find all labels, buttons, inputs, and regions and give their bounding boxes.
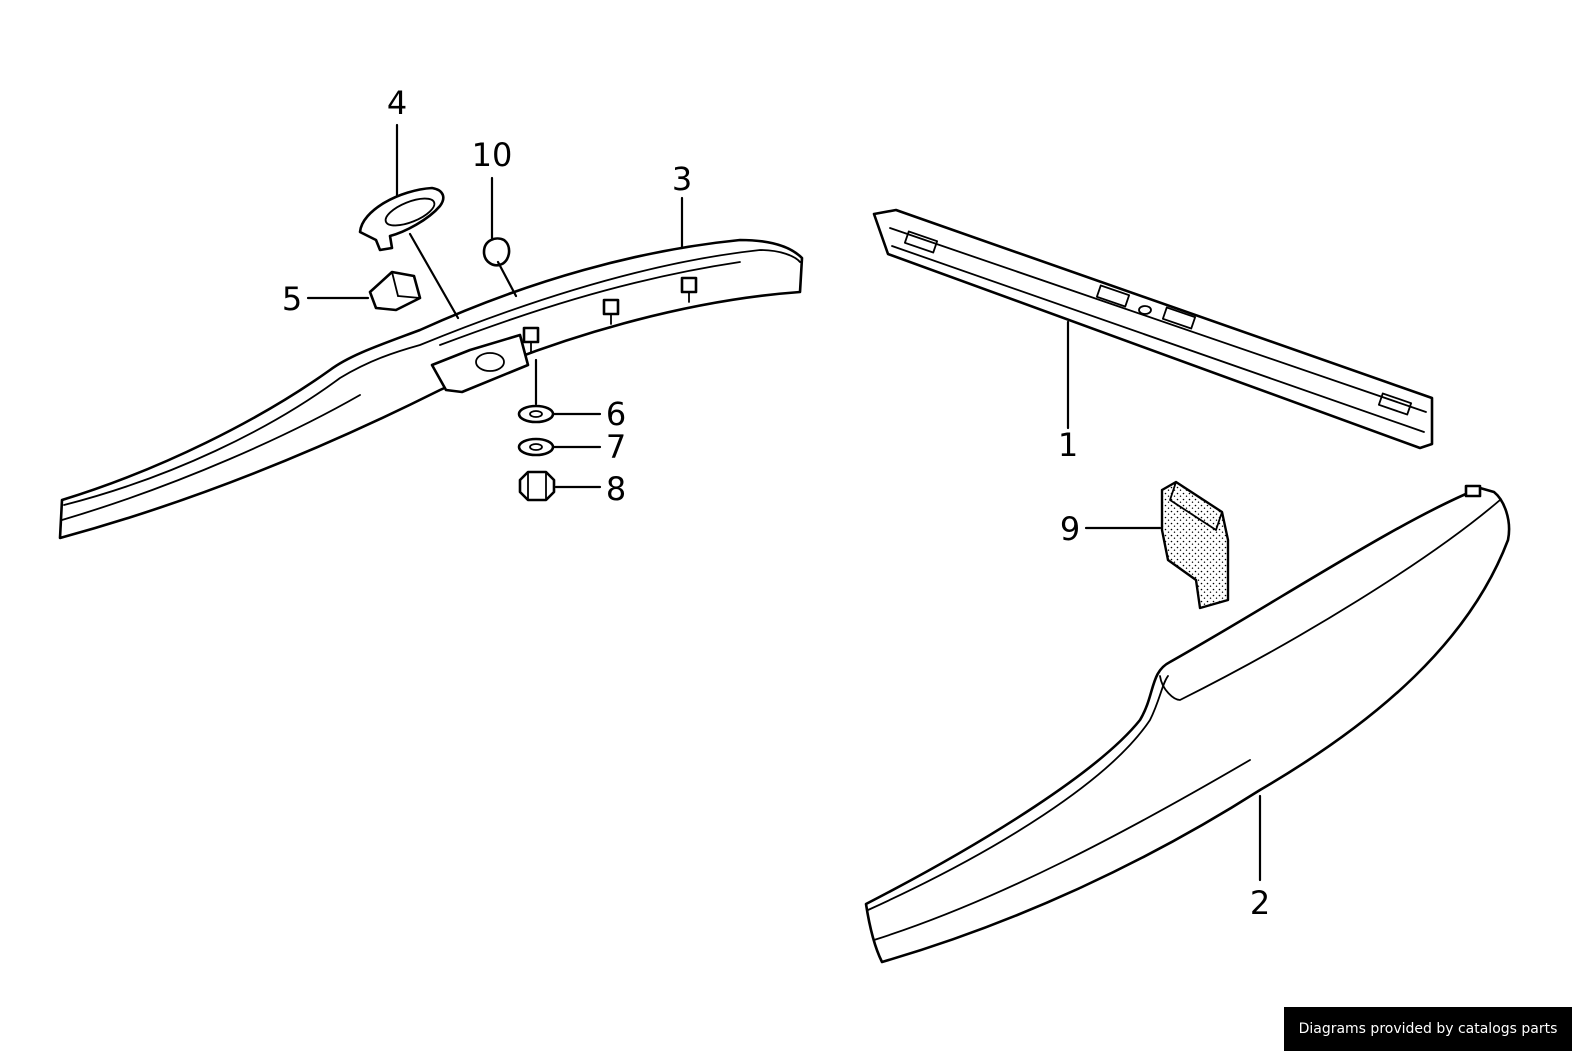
- callout-10: 10: [472, 136, 513, 174]
- callout-7: 7: [606, 428, 626, 466]
- callout-3: 3: [672, 160, 692, 198]
- callout-4: 4: [387, 84, 407, 122]
- stud: [602, 298, 620, 325]
- part-5-block: [368, 270, 422, 312]
- callout-1: 1: [1058, 426, 1078, 464]
- part-2-bumper-cover: [864, 484, 1511, 964]
- callouts: 4 10 3 5 6 7 8 1 9 2: [282, 84, 1270, 922]
- part-9-foam-pad: [1160, 480, 1230, 610]
- callout-8: 8: [606, 470, 626, 508]
- stud: [522, 326, 540, 353]
- stud: [680, 276, 698, 303]
- callout-5: 5: [282, 280, 302, 318]
- credit-banner: Diagrams provided by catalogs parts: [1284, 1007, 1572, 1051]
- callout-6: 6: [606, 395, 626, 433]
- part-10-cap: [482, 237, 511, 267]
- callout-9: 9: [1060, 510, 1080, 548]
- leader-lines: [306, 123, 1262, 882]
- part-1-rail: [872, 208, 1434, 450]
- part-6-washer: [517, 404, 555, 424]
- callout-2: 2: [1250, 884, 1270, 922]
- part-3-moulding: [58, 238, 804, 540]
- part-7-washer: [517, 437, 555, 457]
- part-8-nut: [518, 470, 556, 502]
- part-4-clip: [358, 186, 445, 252]
